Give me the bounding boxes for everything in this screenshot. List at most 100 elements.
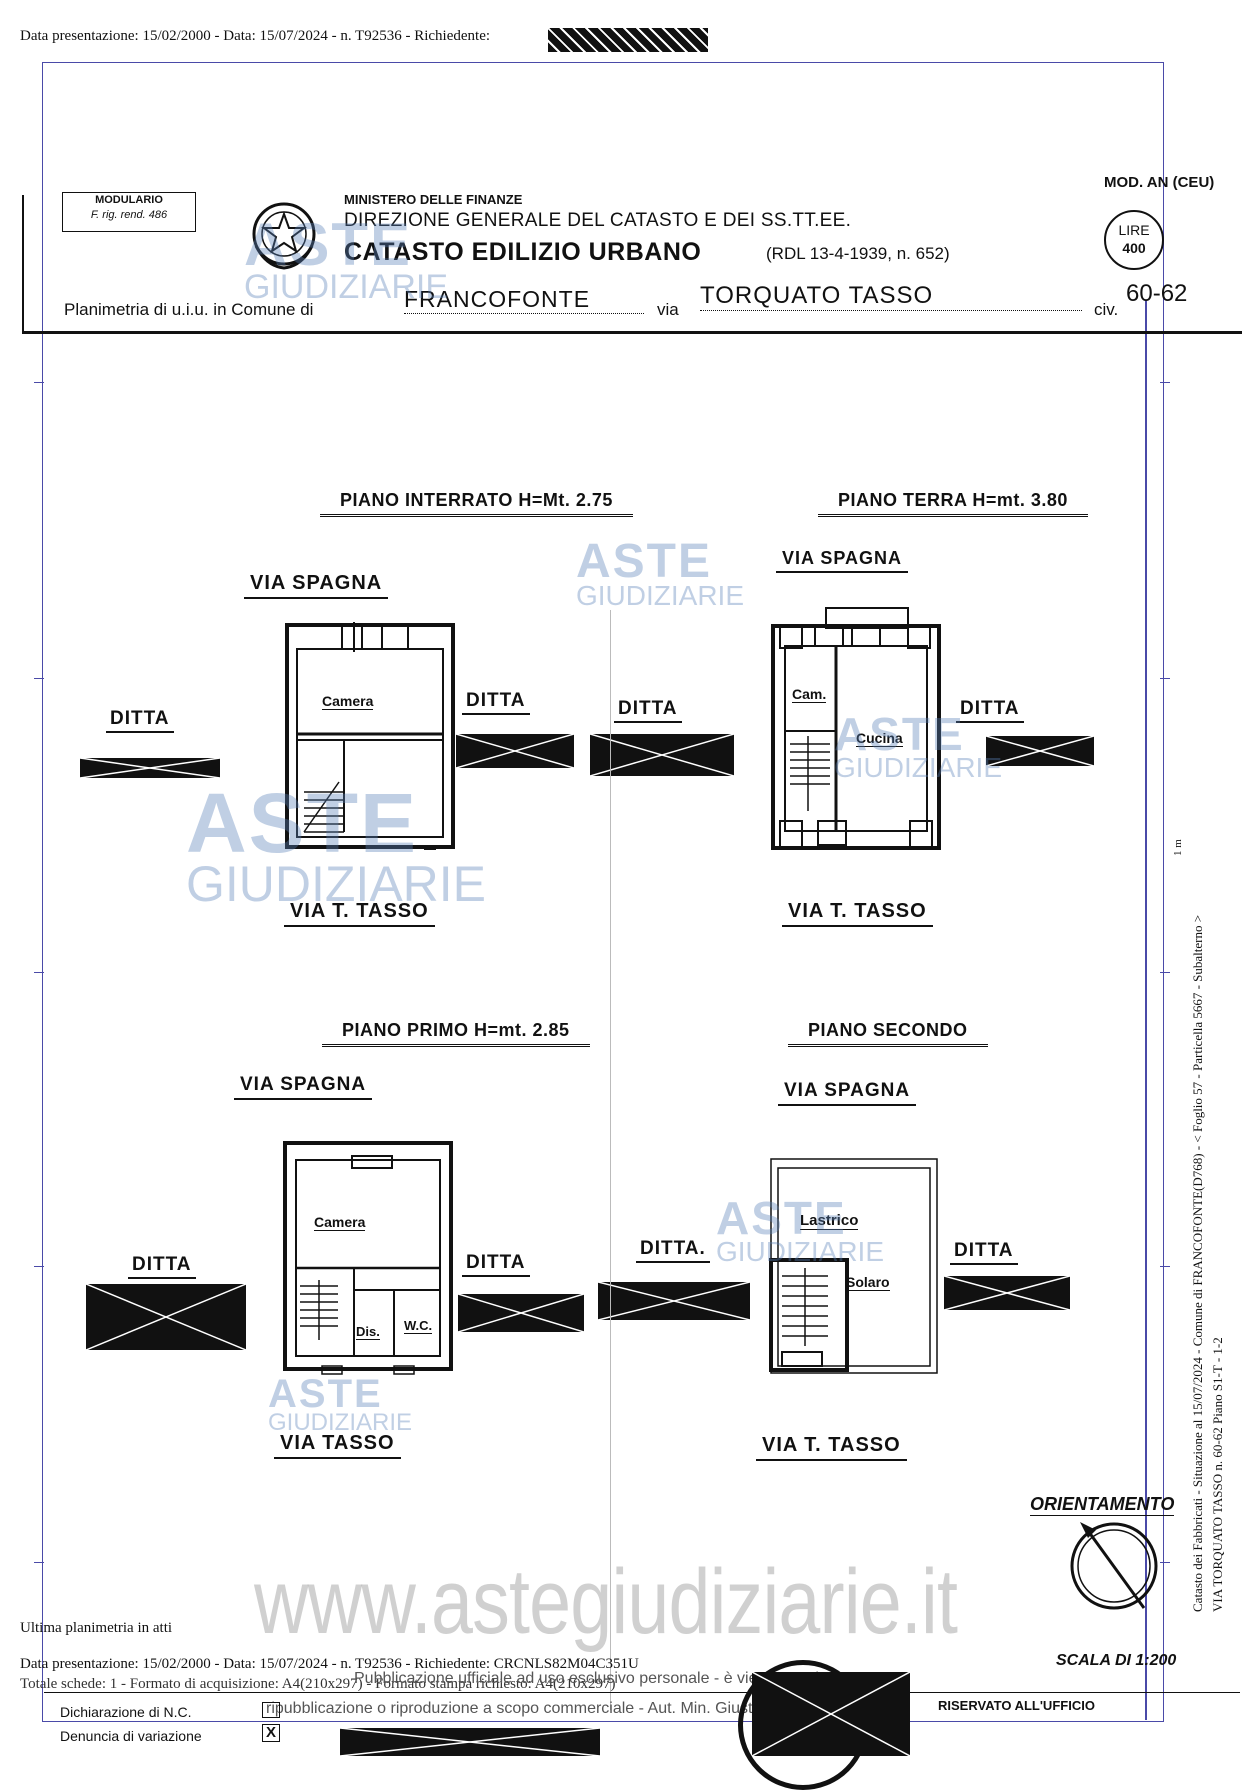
- interrato-south-street: VIA T. TASSO: [284, 900, 435, 927]
- catasto-title: CATASTO EDILIZIO URBANO: [344, 238, 702, 266]
- dichiarazione-checkbox[interactable]: [262, 1702, 280, 1718]
- primo-floorplan: [282, 1140, 454, 1376]
- dichiarazione-label: Dichiarazione di N.C.: [60, 1704, 192, 1720]
- secondo-left-ditta: DITTA.: [636, 1238, 710, 1263]
- watermark-1: ASTE GIUDIZIARIE: [576, 535, 745, 612]
- watermark-3-line2: GIUDIZIARIE: [834, 752, 1003, 784]
- civ-label: civ.: [1094, 300, 1119, 319]
- watermark-3-line1: ASTE: [834, 708, 965, 760]
- terra-room-cucina: Cucina: [856, 730, 903, 747]
- north-arrow-icon: [1066, 1516, 1162, 1612]
- via-value: TORQUATO TASSO: [700, 282, 1082, 311]
- plan-primo-title: PIANO PRIMO H=mt. 2.85: [322, 1020, 590, 1047]
- watermark-4-line2: GIUDIZIARIE: [716, 1236, 885, 1268]
- stamp-redaction: [752, 1672, 910, 1756]
- terra-left-redaction: [590, 734, 734, 776]
- primo-north-street: VIA SPAGNA: [234, 1074, 373, 1100]
- scala-label: SCALA DI 1:200: [1056, 1652, 1177, 1669]
- plan-interrato-title: PIANO INTERRATO H=Mt. 2.75: [320, 490, 633, 517]
- secondo-north-street: VIA SPAGNA: [778, 1080, 917, 1106]
- planimetria-label: Planimetria di u.i.u. in Comune di: [64, 300, 314, 319]
- watermark-1-line2: GIUDIZIARIE: [576, 580, 745, 612]
- outer-frame: [42, 62, 1164, 1722]
- lire-label: LIRE: [1118, 222, 1150, 238]
- secondo-right-redaction: [944, 1276, 1070, 1310]
- interrato-left-redaction: [80, 758, 220, 778]
- civ-value: 60-62: [1126, 280, 1188, 307]
- secondo-right-ditta: DITTA: [950, 1240, 1018, 1265]
- secondo-room-lastrico: Lastrico: [800, 1212, 859, 1230]
- secondo-room-solaro: Solaro: [846, 1274, 890, 1291]
- primo-room-dis: Dis.: [356, 1324, 380, 1340]
- presentation-text: Data presentazione: 15/02/2000 - Data: 1…: [20, 28, 491, 44]
- side-catasto-text: Catasto dei Fabbricati - Situazione al 1…: [1190, 914, 1205, 1612]
- secondo-south-street: VIA T. TASSO: [756, 1434, 907, 1461]
- republic-emblem-icon: [246, 196, 322, 272]
- terra-right-ditta: DITTA: [956, 698, 1024, 723]
- interrato-right-ditta: DITTA: [462, 690, 530, 715]
- watermark-5-line1: ASTE: [268, 1372, 383, 1416]
- plan-terra-title: PIANO TERRA H=mt. 3.80: [818, 490, 1088, 517]
- modulario-label: MODULARIO: [95, 194, 163, 206]
- interrato-floorplan: [284, 622, 456, 850]
- rdl-label: (RDL 13-4-1939, n. 652): [766, 244, 950, 263]
- direction-label: DIREZIONE GENERALE DEL CATASTO E DEI SS.…: [344, 210, 852, 231]
- terra-left-ditta: DITTA: [614, 698, 682, 723]
- footer-totale: Totale schede: 1 - Formato di acquisizio…: [20, 1676, 616, 1692]
- terra-room-cam: Cam.: [792, 686, 827, 703]
- form-header: [22, 195, 1242, 334]
- watermark-4: ASTE GIUDIZIARIE: [716, 1192, 885, 1268]
- ultima-planimetria: Ultima planimetria in atti: [20, 1620, 173, 1636]
- terra-south-street: VIA T. TASSO: [782, 900, 933, 927]
- terra-right-redaction: [986, 736, 1094, 766]
- secondo-floorplan: [768, 1156, 940, 1378]
- primo-room-camera: Camera: [314, 1214, 366, 1231]
- interrato-left-ditta: DITTA: [106, 708, 174, 733]
- presentation-header: Data presentazione: 15/02/2000 - Data: 1…: [20, 28, 490, 45]
- denuncia-checkbox[interactable]: X: [262, 1724, 280, 1742]
- comune-value: FRANCOFONTE: [404, 286, 644, 314]
- primo-right-redaction: [458, 1294, 584, 1332]
- center-guide: [610, 610, 611, 1710]
- margin-line: [1145, 300, 1147, 1720]
- interrato-right-redaction: [456, 734, 574, 768]
- secondo-left-redaction: [598, 1282, 750, 1320]
- watermark-header: ASTE GIUDIZIARIE: [244, 211, 449, 306]
- notice-line2: ripubblicazione o riproduzione a scopo c…: [266, 1700, 883, 1717]
- watermark-1-line1: ASTE: [576, 535, 713, 588]
- terra-north-street: VIA SPAGNA: [776, 548, 909, 573]
- primo-room-wc: W.C.: [404, 1318, 433, 1334]
- footer-data-line: Data presentazione: 15/02/2000 - Data: 1…: [20, 1656, 639, 1672]
- notice-line1: Pubblicazione ufficiale ad uso esclusivo…: [354, 1670, 819, 1687]
- watermark-2: ASTE GIUDIZIARIE: [186, 776, 487, 912]
- watermark-line1: ASTE: [244, 211, 413, 278]
- orientamento-label: ORIENTAMENTO: [1030, 1494, 1175, 1516]
- watermark-5-line2: GIUDIZIARIE: [268, 1409, 413, 1436]
- mod-label: MOD. AN (CEU): [1104, 174, 1215, 191]
- modulario-sub: F. rig. rend. 486: [90, 209, 168, 221]
- plan-secondo-title: PIANO SECONDO: [788, 1020, 988, 1047]
- planimetria-row: Planimetria di u.i.u. in Comune di: [64, 300, 313, 320]
- interrato-room-camera: Camera: [322, 693, 374, 710]
- lire-value: 400: [1122, 240, 1146, 256]
- lire-stamp: LIRE 400: [1104, 210, 1164, 270]
- watermark-5: ASTE GIUDIZIARIE: [268, 1372, 413, 1436]
- watermark-url: www.astegiudiziarie.it: [254, 1551, 958, 1653]
- watermark-2-line1: ASTE: [186, 776, 419, 870]
- ministry-label: MINISTERO DELLE FINANZE: [344, 192, 523, 207]
- redacted-requester: [548, 28, 708, 52]
- interrato-north-street: VIA SPAGNA: [244, 572, 389, 599]
- footer-rule: [44, 1692, 1240, 1693]
- terra-floorplan: [770, 606, 942, 852]
- primo-right-ditta: DITTA: [462, 1252, 530, 1277]
- watermark-3: ASTE GIUDIZIARIE: [834, 708, 1003, 784]
- modulario-box: MODULARIO F. rig. rend. 486: [62, 192, 196, 232]
- watermark-line2: GIUDIZIARIE: [244, 268, 449, 306]
- via-label: via: [657, 300, 679, 319]
- side-address-text: VIA TORQUATO TASSO n. 60-62 Piano S1-T -…: [1210, 1337, 1225, 1612]
- denuncia-label: Denuncia di variazione: [60, 1728, 202, 1744]
- primo-left-ditta: DITTA: [128, 1254, 196, 1279]
- watermark-4-line1: ASTE: [716, 1192, 847, 1244]
- watermark-2-line2: GIUDIZIARIE: [186, 855, 487, 912]
- footer-redaction: [340, 1728, 600, 1756]
